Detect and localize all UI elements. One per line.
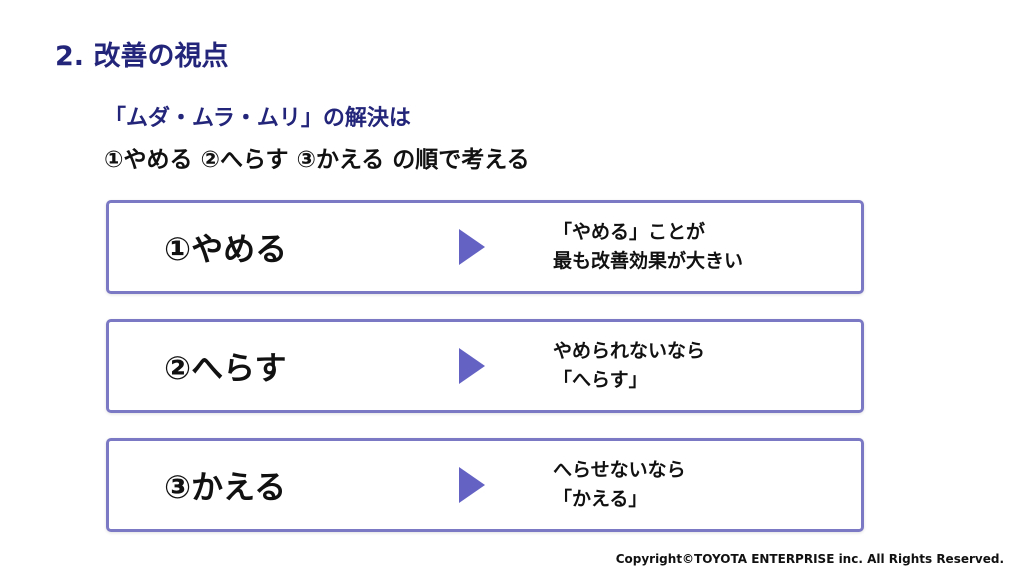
step-description-line-1: へらせないなら (553, 459, 686, 481)
page-title: 2. 改善の視点 (55, 41, 229, 72)
step-description-line-1: やめられないなら (553, 340, 706, 362)
step-label: ②へらす (164, 349, 287, 387)
play-triangle-icon (459, 348, 485, 384)
step-description-line-2: 最も改善効果が大きい (553, 250, 744, 272)
step-card-reduce: ②へらす やめられないなら 「へらす」 (106, 319, 864, 413)
step-label: ①やめる (164, 230, 288, 268)
step-label: ③かえる (164, 468, 287, 506)
step-description-line-2: 「かえる」 (553, 488, 648, 510)
subtitle-line-2: ①やめる ②へらす ③かえる の順で考える (104, 147, 530, 173)
play-triangle-icon (459, 467, 485, 503)
step-description-line-2: 「へらす」 (553, 369, 648, 391)
subtitle-line-1: 「ムダ・ムラ・ムリ」の解決は (104, 106, 411, 131)
step-card-change: ③かえる へらせないなら 「かえる」 (106, 438, 864, 532)
play-triangle-icon (459, 229, 485, 265)
step-description-line-1: 「やめる」ことが (553, 221, 706, 243)
step-description: へらせないなら 「かえる」 (553, 456, 686, 514)
copyright-notice: Copyright©TOYOTA ENTERPRISE inc. All Rig… (615, 552, 1004, 566)
step-description: やめられないなら 「へらす」 (553, 337, 705, 395)
step-card-stop: ①やめる 「やめる」ことが 最も改善効果が大きい (106, 200, 864, 294)
step-description: 「やめる」ことが 最も改善効果が大きい (553, 218, 743, 276)
